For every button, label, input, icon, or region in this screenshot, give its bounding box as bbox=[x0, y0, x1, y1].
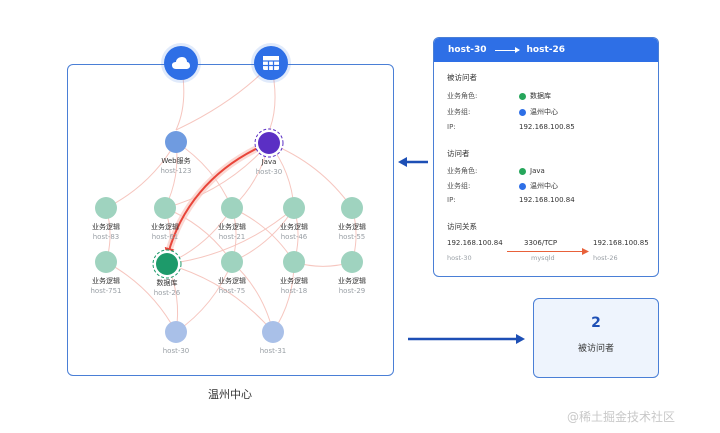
relation-src-host: host-30 bbox=[447, 254, 472, 262]
graph-nodes bbox=[95, 128, 363, 343]
database-icon bbox=[519, 92, 526, 100]
node-label: 业务逻辑 host-61 bbox=[130, 222, 200, 242]
node-host: host-21 bbox=[218, 233, 246, 241]
node-b5[interactable] bbox=[341, 197, 363, 219]
visitee-count-label: 被访问者 bbox=[577, 344, 614, 354]
visitor-group-row: 业务组: 温州中心 bbox=[447, 182, 558, 190]
relation-arrow-icon bbox=[582, 248, 589, 255]
node-role: Java bbox=[261, 158, 277, 166]
node-web[interactable] bbox=[165, 131, 187, 153]
node-role: 业务逻辑 bbox=[151, 223, 179, 231]
left-arrow-icon bbox=[398, 157, 428, 167]
node-b2[interactable] bbox=[154, 197, 176, 219]
node-b7[interactable] bbox=[221, 251, 243, 273]
edge-b4-db bbox=[166, 207, 295, 266]
relation-dst-ip: 192.168.100.85 bbox=[593, 239, 649, 247]
access-detail-card: host-30 host-26 bbox=[433, 37, 659, 277]
arrow-right-icon bbox=[494, 46, 520, 53]
relation-dst-host: host-26 bbox=[593, 254, 618, 262]
relation-src-ip: 192.168.100.84 bbox=[447, 239, 503, 247]
edge-b7-h31 bbox=[231, 261, 275, 333]
node-role: 业务逻辑 bbox=[338, 223, 366, 231]
node-label: host-31 bbox=[238, 346, 308, 356]
node-role: 业务逻辑 bbox=[280, 277, 308, 285]
node-host: host-55 bbox=[338, 233, 366, 241]
group-icon bbox=[519, 108, 526, 116]
node-role: 业务逻辑 bbox=[218, 223, 246, 231]
node-label: Web服务 host-123 bbox=[141, 156, 211, 176]
relation-title: 访问关系 bbox=[447, 222, 477, 231]
node-host: host-30 bbox=[162, 347, 190, 355]
node-role: 业务逻辑 bbox=[218, 277, 246, 285]
node-host: host-75 bbox=[218, 287, 246, 295]
node-b4[interactable] bbox=[283, 197, 305, 219]
node-b1[interactable] bbox=[95, 197, 117, 219]
node-host: host-123 bbox=[160, 167, 192, 175]
relation-service: mysqld bbox=[531, 254, 555, 262]
node-host: host-26 bbox=[153, 289, 181, 297]
node-host: host-18 bbox=[280, 287, 308, 295]
visitor-role-row: 业务角色: Java bbox=[447, 167, 545, 175]
node-role: 业务逻辑 bbox=[338, 277, 366, 285]
visitee-title: 被访问者 bbox=[447, 73, 477, 82]
graph-panel bbox=[67, 64, 394, 376]
visitor-ip-row: IP: 192.168.100.84 bbox=[447, 196, 575, 204]
visitee-ip-row: IP: 192.168.100.85 bbox=[447, 123, 575, 131]
visitor-title: 访问者 bbox=[447, 149, 470, 158]
right-arrow-icon bbox=[408, 334, 525, 344]
node-label: 业务逻辑 host-18 bbox=[259, 276, 329, 296]
relation-line bbox=[507, 251, 587, 252]
node-host: host-29 bbox=[338, 287, 366, 295]
node-label: 业务逻辑 host-751 bbox=[71, 276, 141, 296]
node-role: 业务逻辑 bbox=[280, 223, 308, 231]
java-icon bbox=[519, 167, 526, 175]
node-h30[interactable] bbox=[165, 321, 187, 343]
node-host: host-31 bbox=[259, 347, 287, 355]
node-label: 数据库 host-26 bbox=[132, 278, 202, 298]
node-label: 业务逻辑 host-29 bbox=[317, 276, 387, 296]
node-b6[interactable] bbox=[95, 251, 117, 273]
node-label: 业务逻辑 host-21 bbox=[197, 222, 267, 242]
graph-caption: 温州中心 bbox=[208, 388, 252, 401]
visitee-group-row: 业务组: 温州中心 bbox=[447, 108, 558, 116]
node-b9[interactable] bbox=[341, 251, 363, 273]
detail-header: host-30 host-26 bbox=[434, 38, 658, 62]
visitee-role-row: 业务角色: 数据库 bbox=[447, 92, 551, 100]
node-role: 业务逻辑 bbox=[92, 277, 120, 285]
node-label: Java host-30 bbox=[234, 157, 304, 177]
node-host: host-751 bbox=[90, 287, 122, 295]
node-label: 业务逻辑 host-55 bbox=[317, 222, 387, 242]
visitee-count: 2 bbox=[591, 315, 601, 331]
edge-db-h31 bbox=[166, 263, 274, 333]
relation-port: 3306/TCP bbox=[524, 239, 558, 247]
node-b8[interactable] bbox=[283, 251, 305, 273]
node-label: 业务逻辑 host-75 bbox=[197, 276, 267, 296]
table-icon[interactable] bbox=[254, 46, 288, 80]
to-host: host-26 bbox=[526, 45, 566, 55]
watermark: @稀土掘金技术社区 bbox=[567, 410, 676, 424]
visitee-count-card[interactable]: 2 被访问者 bbox=[533, 298, 659, 378]
node-host: host-30 bbox=[255, 168, 283, 176]
node-label: 业务逻辑 host-46 bbox=[259, 222, 329, 242]
node-label: 业务逻辑 host-83 bbox=[71, 222, 141, 242]
node-role: Web服务 bbox=[161, 157, 191, 165]
cloud-icon[interactable] bbox=[164, 46, 198, 80]
group-icon bbox=[519, 182, 526, 190]
node-db[interactable] bbox=[156, 253, 178, 275]
node-h31[interactable] bbox=[262, 321, 284, 343]
from-host: host-30 bbox=[448, 45, 487, 55]
node-host: host-61 bbox=[151, 233, 179, 241]
node-host: host-83 bbox=[92, 233, 120, 241]
highlight-edge-core bbox=[164, 145, 263, 258]
node-role: 数据库 bbox=[156, 279, 178, 287]
node-label: host-30 bbox=[141, 346, 211, 356]
node-host: host-46 bbox=[280, 233, 308, 241]
node-java[interactable] bbox=[258, 132, 280, 154]
node-b3[interactable] bbox=[221, 197, 243, 219]
node-role: 业务逻辑 bbox=[92, 223, 120, 231]
